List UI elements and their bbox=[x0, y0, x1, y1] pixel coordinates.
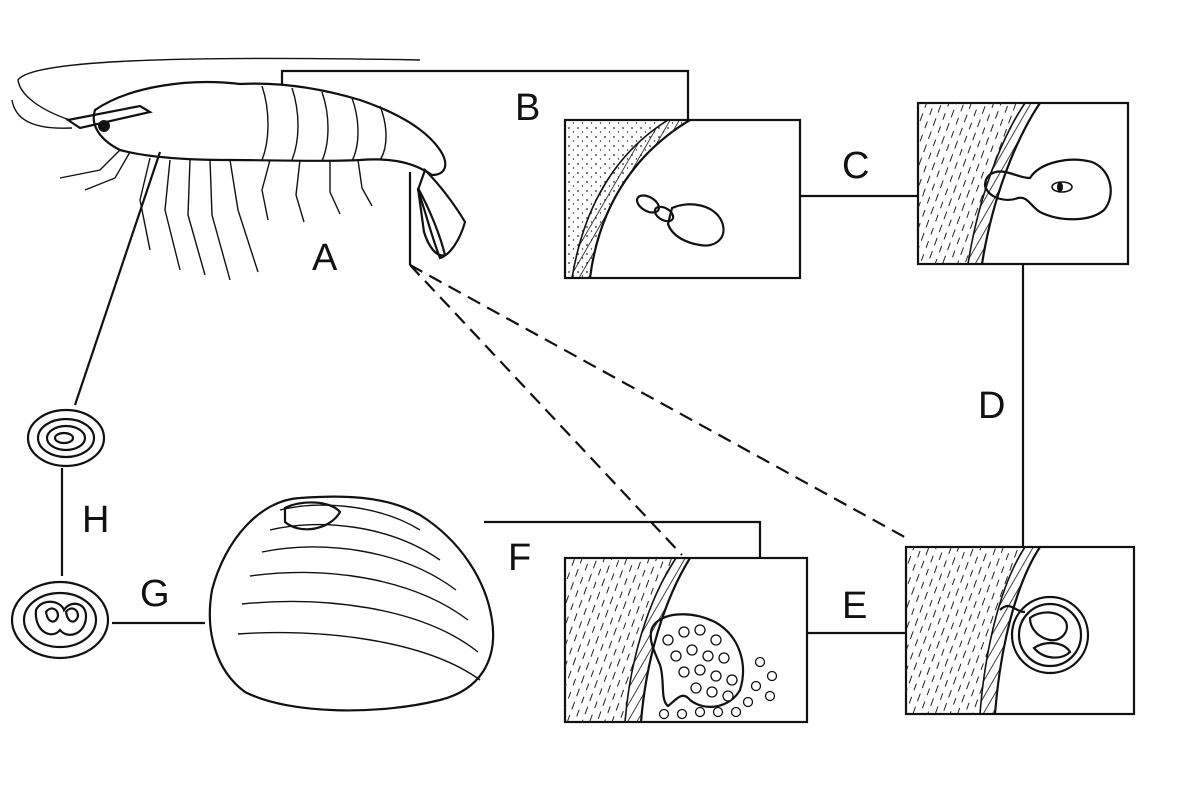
stage-f-panel bbox=[563, 556, 809, 724]
label-h: H bbox=[82, 499, 109, 541]
shrimp-illustration bbox=[11, 57, 467, 281]
spore-lower-illustration bbox=[10, 580, 110, 660]
label-a: A bbox=[312, 237, 338, 279]
stage-c-panel bbox=[916, 101, 1130, 266]
stage-d-panel bbox=[904, 545, 1136, 716]
stage-b-panel bbox=[563, 118, 802, 280]
clam-illustration bbox=[208, 495, 495, 712]
connector-lines bbox=[60, 69, 1025, 635]
label-d: D bbox=[978, 385, 1005, 427]
stage-labels: A B C D E F G H bbox=[82, 87, 1005, 627]
spore-upper-illustration bbox=[26, 408, 106, 468]
label-b: B bbox=[515, 87, 540, 129]
label-c: C bbox=[842, 145, 869, 187]
label-g: G bbox=[140, 573, 170, 615]
label-f: F bbox=[508, 537, 531, 579]
label-e: E bbox=[842, 585, 867, 627]
